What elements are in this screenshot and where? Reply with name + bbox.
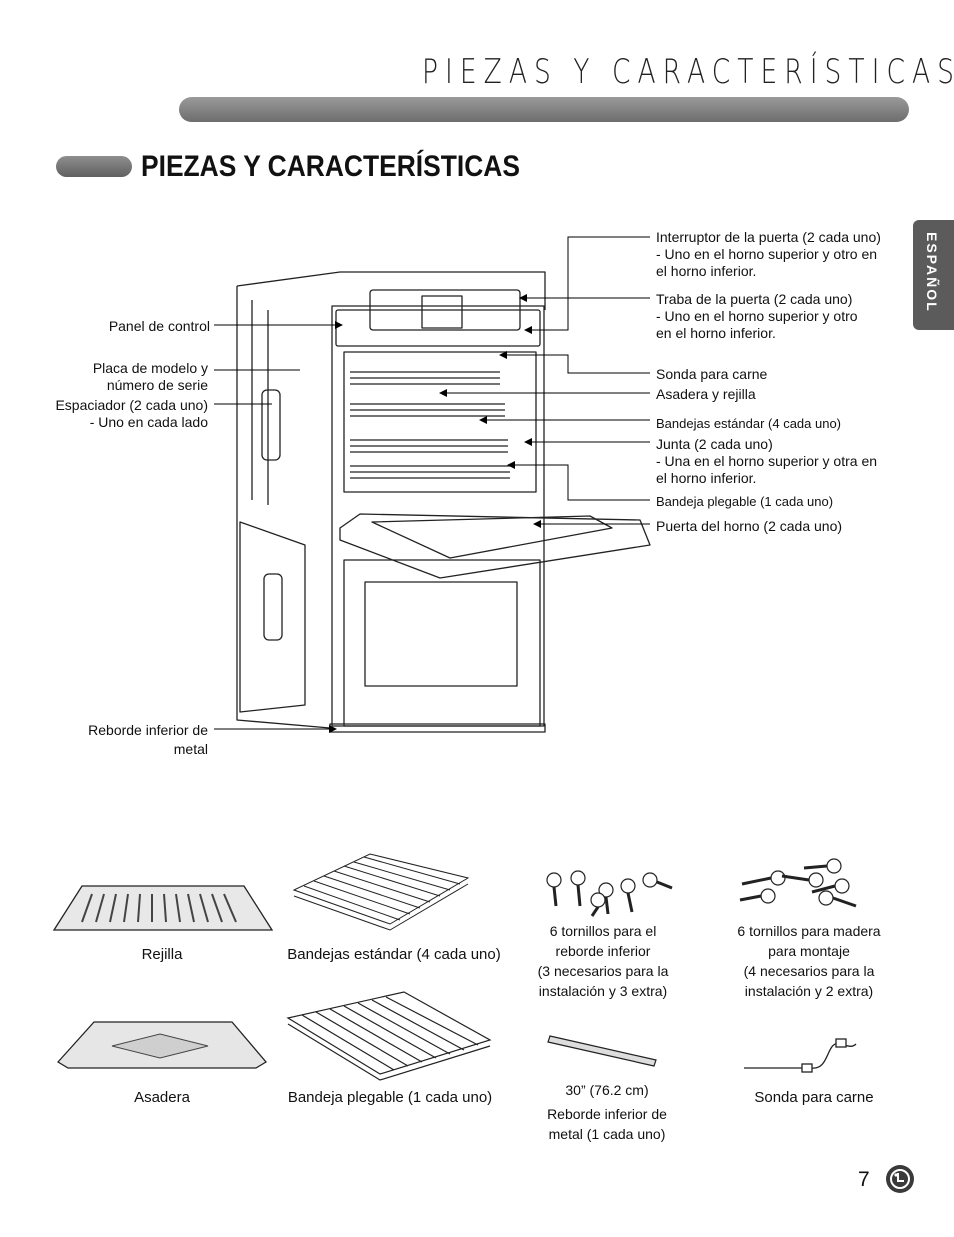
split-rack-image <box>286 991 492 1081</box>
caption-split-rack: Bandeja plegable (1 cada uno) <box>287 1089 493 1106</box>
label-door-latch: Traba de la puerta (2 cada uno) - Uno en… <box>656 291 858 341</box>
caption-wood-screws: 6 tornillos para madera para montaje (4 … <box>737 923 881 999</box>
caption-bottom-trim: Reborde inferior de metal (1 cada uno) <box>547 1106 667 1142</box>
label-split-rack: Bandeja plegable (1 cada uno) <box>656 494 834 509</box>
grill-rack-image <box>52 885 274 931</box>
language-tab-label: ESPAÑOL <box>924 232 940 313</box>
label-bottom-trim: Reborde inferior de metal <box>88 722 208 757</box>
section-marker <box>56 156 132 177</box>
label-gasket: Junta (2 cada uno) - Una en el horno sup… <box>656 436 878 486</box>
caption-broiler-pan: Asadera <box>134 1089 190 1106</box>
label-spacer: Espaciador (2 cada uno) - Uno en cada la… <box>55 397 208 430</box>
bottom-trim-image <box>547 1035 657 1067</box>
caption-grill-rack: Rejilla <box>141 946 183 963</box>
caption-meat-probe: Sonda para carne <box>754 1089 874 1106</box>
label-door-switch: Interruptor de la puerta (2 cada uno) - … <box>656 229 881 279</box>
label-standard-racks: Bandejas estándar (4 cada uno) <box>656 416 842 431</box>
header-bar <box>179 97 909 122</box>
meat-probe-image <box>744 1038 857 1073</box>
label-oven-door: Puerta del horno (2 cada uno) <box>656 518 843 534</box>
broiler-pan-image <box>56 1021 267 1069</box>
section-title: PIEZAS Y CARACTERÍSTICAS <box>141 150 520 183</box>
page-header-title: PIEZAS Y CARACTERÍSTICAS <box>422 52 954 92</box>
trim-screws-image <box>546 870 673 917</box>
caption-trim-screws: 6 tornillos para el reborde inferior (3 … <box>537 923 669 999</box>
label-broiler-pan: Asadera y rejilla <box>656 386 756 402</box>
language-tab[interactable]: ESPAÑOL <box>913 220 954 330</box>
label-control-panel: Panel de control <box>108 318 210 334</box>
standard-rack-image <box>292 853 470 931</box>
lg-logo-icon <box>886 1165 914 1193</box>
caption-standard-racks: Bandejas estándar (4 cada uno) <box>287 946 501 963</box>
page-number: 7 <box>858 1168 870 1191</box>
label-model-plate: Placa de modelo y número de serie <box>92 360 208 393</box>
wood-screws-image <box>739 858 857 908</box>
oven-diagram <box>214 236 651 733</box>
label-meat-probe: Sonda para carne <box>656 366 768 382</box>
caption-trim-size: 30” (76.2 cm) <box>565 1082 649 1098</box>
